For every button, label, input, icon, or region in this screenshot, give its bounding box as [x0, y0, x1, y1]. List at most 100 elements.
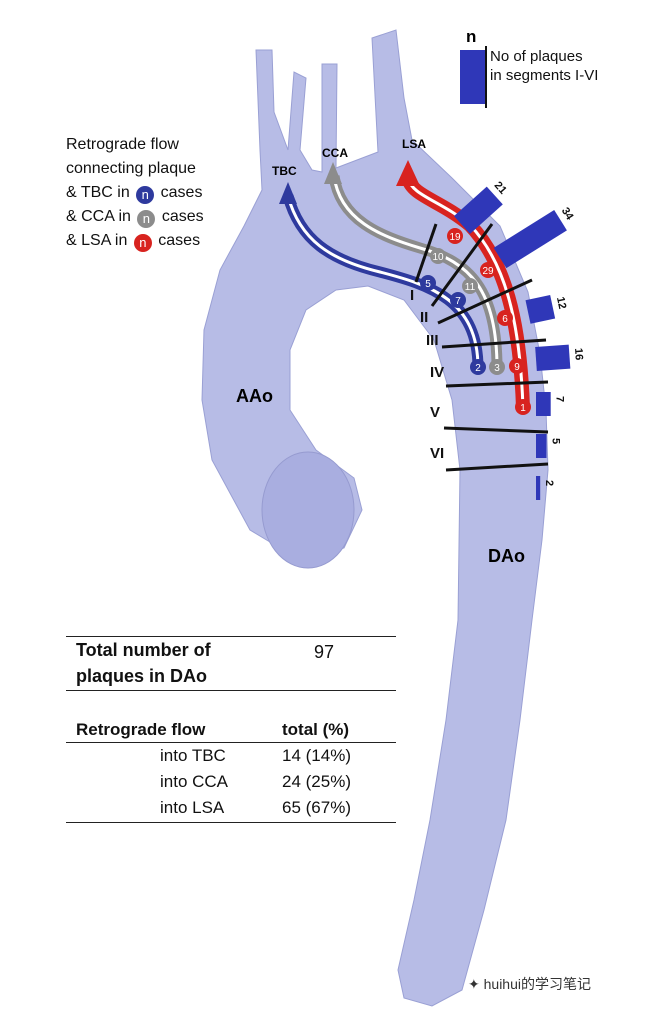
tbc-marker-1-text: 5 [425, 279, 431, 290]
plaque-bar-group: 16 [535, 344, 585, 371]
segment-lines [414, 223, 549, 472]
cca-marker-3-text: 3 [494, 363, 500, 374]
legend-top-text: No of plaques in segments I-VI [490, 47, 598, 85]
aorta-shape [201, 29, 549, 1007]
watermark: ✦ huihui的学习笔记 [468, 974, 591, 994]
legend-cca-dot: n [137, 210, 156, 228]
legend-row-lsa: & LSA in n cases [66, 229, 204, 253]
header-total: total (%) [282, 720, 350, 739]
segment-label-5: V [430, 404, 440, 421]
tbc-marker-3 [470, 359, 486, 375]
row-lsa-value: 65 (67%) [282, 798, 351, 817]
lsa-marker-1 [447, 228, 463, 244]
plaque-bar-label: 34 [559, 205, 576, 222]
aorta-opening [261, 451, 355, 569]
row-lsa-label: into LSA [160, 798, 225, 817]
tbc-flow-path-inner [286, 195, 480, 369]
row-tbc-label: into TBC [160, 746, 226, 765]
plaque-bar-group: 7 [536, 392, 566, 416]
plaque-bar [453, 186, 503, 234]
lsa-marker-4 [509, 358, 525, 374]
plaque-bar-group: 34 [493, 205, 576, 269]
tbc-marker-1 [420, 275, 436, 291]
segment-label-4: IV [430, 364, 444, 381]
segment-label-3: III [426, 332, 439, 349]
segment-labels: I II III IV V VI [410, 287, 444, 462]
plaque-bar [536, 392, 551, 416]
legend-n-symbol: n [466, 27, 476, 46]
plaque-bar [536, 434, 547, 458]
lsa-marker-1-text: 19 [449, 232, 461, 243]
label-dao: DAo [488, 546, 525, 566]
plaque-bar-group: 2 [536, 476, 555, 500]
legend-bar-swatch [460, 50, 486, 104]
plaque-bar-label: 7 [554, 396, 566, 402]
legend-row-tbc: & TBC in n cases [66, 181, 204, 205]
tbc-marker-2-text: 7 [455, 296, 461, 307]
legend-row-cca: & CCA in n cases [66, 205, 204, 229]
total-label-1: Total number of [76, 640, 211, 660]
tbc-marker-2 [450, 292, 466, 308]
cca-arrow-head [324, 162, 342, 184]
cca-marker-3 [489, 359, 505, 375]
plaque-bar-label: 12 [554, 296, 568, 310]
path-markers: 5 7 2 10 11 3 19 29 6 9 1 [420, 228, 531, 415]
lsa-marker-4-text: 9 [514, 362, 520, 373]
cca-marker-2-text: 11 [465, 282, 476, 293]
tbc-marker-3-text: 2 [475, 363, 481, 374]
lsa-marker-5 [515, 399, 531, 415]
watermark-text: huihui的学习笔记 [483, 976, 591, 992]
plaque-bar [535, 344, 571, 371]
legend-top-line1: No of plaques [490, 48, 583, 65]
legend-cca-post: cases [161, 208, 204, 225]
lsa-marker-5-text: 1 [520, 403, 526, 414]
legend-lsa-post: cases [158, 232, 201, 249]
lsa-marker-3-text: 6 [502, 314, 508, 325]
legend-top-line2: in segments I-VI [490, 67, 599, 84]
plaque-bar-group: 5 [536, 434, 562, 458]
plaque-bar [536, 476, 541, 500]
segment-label-6: VI [430, 445, 444, 462]
legend-retrograde: Retrograde flow connecting plaque & TBC … [66, 133, 204, 253]
lsa-marker-2-text: 29 [482, 266, 494, 277]
label-lsa: LSA [402, 137, 426, 151]
plaque-bar-label: 5 [550, 438, 562, 444]
cca-marker-1 [430, 248, 446, 264]
header-retrograde: Retrograde flow [76, 720, 206, 739]
plaque-bar-label: 2 [543, 480, 555, 486]
plaque-bar-label: 21 [492, 180, 509, 197]
label-aao: AAo [236, 386, 273, 406]
segment-label-1: I [410, 287, 414, 304]
wechat-icon: ✦ [468, 976, 480, 992]
table-rule-bottom [66, 822, 396, 823]
label-cca: CCA [322, 146, 348, 160]
tbc-arrow-head [279, 182, 297, 204]
plaque-bar-label: 16 [572, 348, 585, 361]
plaque-bar [525, 295, 556, 324]
legend-tbc-pre: & TBC in [66, 184, 130, 201]
cca-flow-path-inner [332, 175, 499, 369]
cca-marker-2 [462, 278, 478, 294]
plaque-bar-group: 12 [525, 295, 568, 324]
row-cca-label: into CCA [160, 772, 229, 791]
legend-lsa-dot: n [133, 234, 152, 252]
lsa-flow-path-inner [406, 177, 525, 409]
legend-title-2: connecting plaque [66, 160, 196, 177]
legend-tbc-post: cases [160, 184, 203, 201]
segment-label-2: II [420, 309, 428, 326]
legend-title-1: Retrograde flow [66, 136, 179, 153]
cca-marker-1-text: 10 [432, 252, 444, 263]
lsa-marker-2 [480, 262, 496, 278]
legend-cca-pre: & CCA in [66, 208, 131, 225]
row-cca-value: 24 (25%) [282, 772, 351, 791]
legend-tbc-dot: n [136, 186, 155, 204]
table-rule-top [66, 636, 396, 637]
table-rule-header [66, 742, 396, 743]
lsa-marker-3 [497, 310, 513, 326]
total-label-2: plaques in DAo [76, 666, 208, 686]
plaque-bar [493, 209, 567, 269]
total-value: 97 [314, 642, 335, 662]
table-rule-mid [66, 690, 396, 691]
